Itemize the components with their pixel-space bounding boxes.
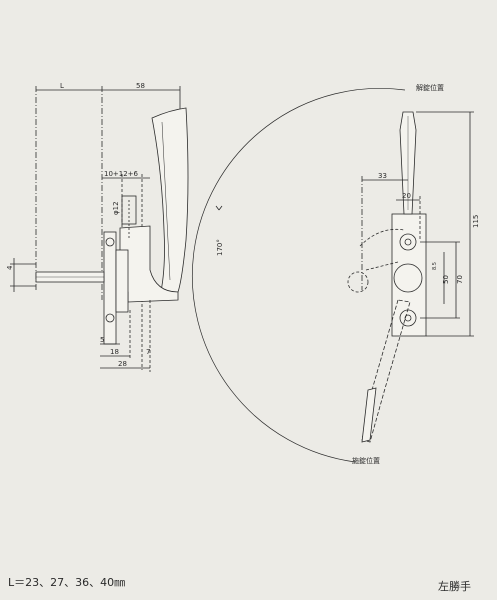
label-unlock-position: 解錠位置 [416, 83, 444, 92]
dim-5: 5 [100, 336, 104, 344]
plate-hole-bottom [399, 309, 417, 327]
plate-hole-bottom-inner [404, 314, 412, 322]
swing-hint [359, 228, 405, 247]
lever-ghost-left [347, 271, 369, 293]
dim-phi12: φ12 [112, 201, 120, 215]
length-spec: L＝23、27、36、40㎜ [8, 576, 126, 589]
base-plate [103, 231, 117, 345]
dim-70: 70 [456, 275, 464, 284]
dim-33: 33 [378, 172, 387, 180]
dim-small-left: 4 [6, 265, 14, 270]
lever-profile [151, 107, 189, 297]
arc-arrow [215, 205, 223, 211]
label-lock-position: 施錠位置 [352, 456, 380, 465]
dim-170-angle: 170° [216, 239, 224, 256]
hand-label: 左勝手 [438, 580, 471, 593]
dim-18: 18 [110, 348, 119, 356]
hub-circle [393, 263, 423, 293]
plate-hole-top [399, 233, 417, 251]
dim-115: 115 [472, 215, 480, 228]
dim-28: 28 [118, 360, 127, 368]
dim-50: 50 [442, 275, 450, 284]
screw-bottom [105, 313, 115, 323]
lever-lock-grip [361, 387, 377, 443]
dim-85: 8.5 [432, 262, 438, 270]
dim-L: L [60, 82, 64, 90]
lever-ghost-left-arm [365, 261, 399, 271]
screw-top [105, 237, 115, 247]
dim-7: 7 [146, 348, 150, 356]
lever-edge [161, 121, 171, 281]
dim-20: 20 [402, 192, 411, 200]
dim-58: 58 [136, 82, 145, 90]
dim-spacing: 10+12+6 [104, 170, 139, 178]
plate-hole-top-inner [404, 238, 412, 246]
base-boss [115, 249, 129, 313]
swing-arc [191, 87, 406, 463]
